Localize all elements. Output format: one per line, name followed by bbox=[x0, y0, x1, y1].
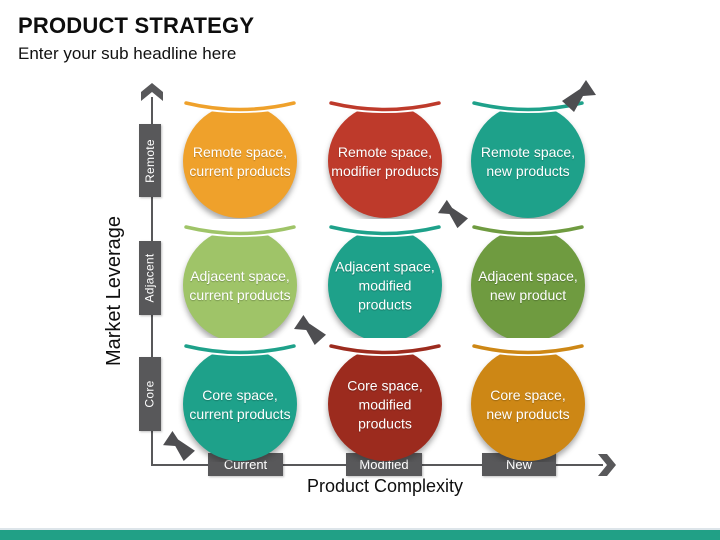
matrix-cell-remote-modified: Remote space,modifier products bbox=[323, 95, 447, 219]
cell-label: Remote space,new products bbox=[480, 143, 576, 179]
matrix-cell-adjacent-modified: Adjacent space,modified products bbox=[323, 219, 447, 343]
bubble-shape-icon bbox=[178, 338, 302, 461]
cell-label: Core space,modified products bbox=[347, 377, 423, 432]
cell-label: Adjacent space,modified products bbox=[335, 258, 435, 313]
cell-label: Adjacent space,new product bbox=[478, 267, 578, 303]
bent-arrow-icon bbox=[294, 314, 326, 346]
bubble-shape-icon bbox=[178, 95, 302, 218]
matrix-cell-remote-new: Remote space,new products bbox=[466, 95, 590, 219]
bent-arrow-icon bbox=[438, 199, 468, 229]
bubble-shape-icon bbox=[178, 219, 302, 342]
bent-arrow-icon bbox=[163, 431, 195, 461]
matrix-cell-remote-current: Remote space,current products bbox=[178, 95, 302, 219]
y-axis-label-remote: Remote bbox=[139, 124, 161, 197]
cell-label: Adjacent space,current products bbox=[189, 267, 291, 303]
y-axis-title: Market Leverage bbox=[103, 215, 125, 367]
y-axis-label-adjacent: Adjacent bbox=[139, 241, 161, 315]
bubble-shape-icon bbox=[466, 219, 590, 342]
sub-headline: Enter your sub headline here bbox=[18, 44, 237, 63]
page-title: PRODUCT STRATEGY bbox=[18, 13, 255, 38]
cell-label: Core space,new products bbox=[486, 386, 570, 422]
bubble-shape-icon bbox=[466, 95, 590, 218]
matrix-cell-core-new: Core space,new products bbox=[466, 338, 590, 462]
matrix-cell-adjacent-new: Adjacent space,new product bbox=[466, 219, 590, 343]
cell-label: Remote space,modifier products bbox=[331, 143, 439, 179]
cell-label: Core space,current products bbox=[189, 386, 291, 422]
matrix-cell-core-modified: Core space,modified products bbox=[323, 338, 447, 462]
bent-arrow-icon bbox=[562, 80, 596, 112]
y-axis-label-core: Core bbox=[139, 357, 161, 431]
chevron-up-arrow-icon bbox=[141, 83, 163, 101]
chevron-right-arrow-icon bbox=[598, 454, 616, 476]
bubble-shape-icon bbox=[466, 338, 590, 461]
x-axis-label-modified: Modified bbox=[346, 453, 422, 476]
cell-label: Remote space,current products bbox=[189, 143, 291, 179]
footer-accent-bar bbox=[0, 528, 720, 540]
bubble-shape-icon bbox=[323, 95, 447, 218]
matrix-cell-adjacent-current: Adjacent space,current products bbox=[178, 219, 302, 343]
bubble-shape-icon bbox=[323, 219, 447, 342]
matrix-cell-core-current: Core space,current products bbox=[178, 338, 302, 462]
bubble-shape-icon bbox=[323, 338, 447, 461]
x-axis-title: Product Complexity bbox=[306, 476, 464, 496]
